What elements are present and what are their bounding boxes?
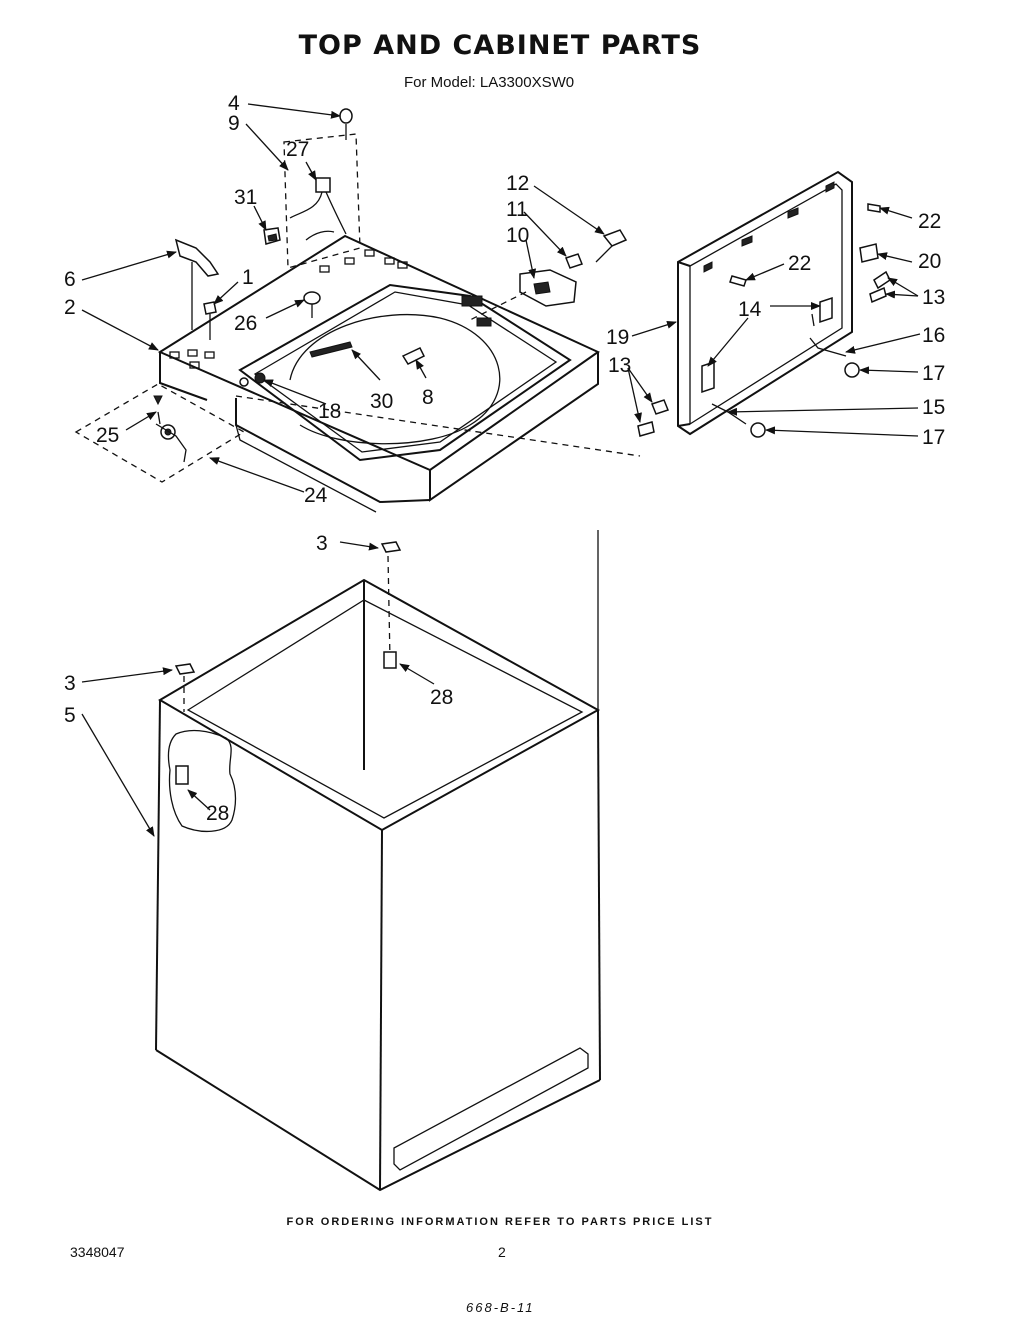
callout-25: 25 — [96, 424, 119, 447]
part-10-hinge-group — [469, 229, 628, 321]
part-25-wire-harness — [74, 383, 641, 483]
callout-31: 31 — [234, 186, 257, 209]
callout-10: 10 — [506, 224, 529, 247]
callout-11: 11 — [506, 198, 528, 221]
callout-30: 30 — [370, 390, 393, 413]
callout-18: 18 — [318, 400, 341, 423]
callout-14: 14 — [738, 298, 762, 321]
lid-assembly — [637, 170, 891, 438]
ordering-info-note: FOR ORDERING INFORMATION REFER TO PARTS … — [286, 1216, 714, 1228]
part-28-screw-upper — [383, 651, 397, 669]
callout-22-upper: 22 — [918, 210, 941, 233]
part-31-clip — [263, 227, 281, 245]
callout-13-left: 13 — [608, 354, 631, 377]
callout-28-upper: 28 — [430, 686, 453, 709]
callout-12: 12 — [506, 172, 529, 195]
callout-27: 27 — [286, 138, 309, 161]
callout-5: 5 — [64, 704, 76, 727]
callout-3-upper: 3 — [316, 532, 328, 555]
callout-2: 2 — [64, 296, 76, 319]
document-number: 3348047 — [70, 1244, 125, 1260]
leader-arrows — [81, 103, 921, 837]
callout-22-lower: 22 — [788, 252, 811, 275]
top-panel — [157, 234, 601, 513]
part-3-upper — [380, 541, 402, 553]
handwritten-note: 668-B-11 — [466, 1300, 535, 1315]
part-1-screw — [203, 301, 217, 340]
model-subtitle: For Model: LA3300XSW0 — [404, 74, 575, 91]
callout-9: 9 — [228, 112, 240, 135]
callout-26: 26 — [234, 312, 257, 335]
callout-3-lower: 3 — [64, 672, 76, 695]
part-3-lower — [174, 663, 196, 675]
callout-16: 16 — [922, 324, 945, 347]
part-28-screw-lower — [167, 729, 237, 832]
part-6-bracket — [174, 238, 220, 330]
callout-13-right: 13 — [922, 286, 945, 309]
callout-17-upper: 17 — [922, 362, 945, 385]
callout-6: 6 — [64, 268, 76, 291]
callout-4: 4 — [228, 92, 240, 115]
callout-labels: 4 9 27 31 6 1 2 26 12 11 10 30 8 18 25 2… — [64, 92, 945, 825]
callout-15: 15 — [922, 396, 945, 419]
part-27-switch-group — [283, 108, 361, 269]
page-number: 2 — [498, 1244, 506, 1260]
callout-24: 24 — [304, 484, 328, 507]
part-26-plug — [303, 291, 321, 318]
callout-1: 1 — [242, 266, 254, 289]
callout-17-lower: 17 — [922, 426, 945, 449]
callout-28-lower: 28 — [206, 802, 229, 825]
callout-20: 20 — [918, 250, 941, 273]
page-title: TOP AND CABINET PARTS — [298, 30, 702, 61]
callout-8: 8 — [422, 386, 434, 409]
cabinet — [155, 530, 601, 1192]
callout-19: 19 — [606, 326, 629, 349]
